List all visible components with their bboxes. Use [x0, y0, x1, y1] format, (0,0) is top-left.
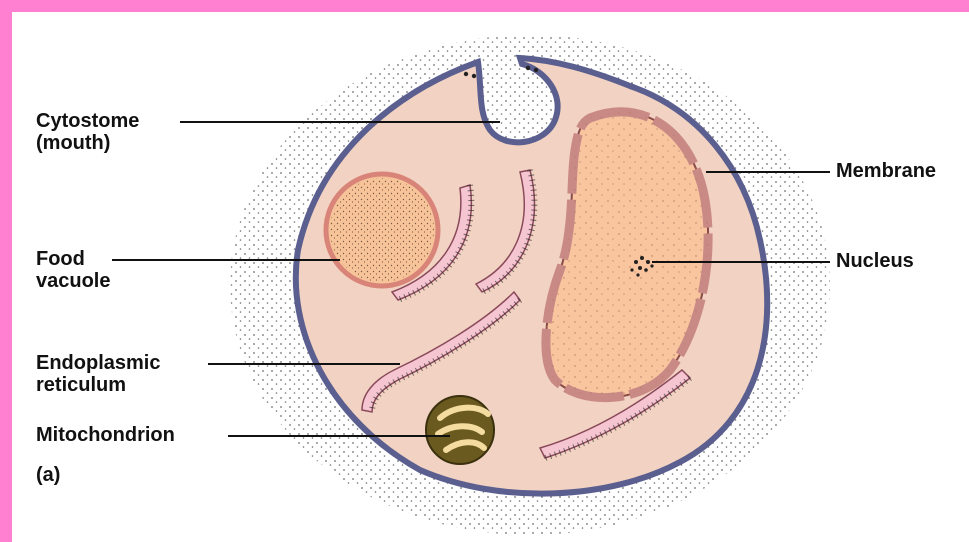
- food-vacuole-stipple: [330, 178, 434, 282]
- nucleus-shape: [546, 112, 708, 398]
- label-membrane: Membrane: [836, 160, 936, 182]
- mitochondrion-shape: [426, 396, 494, 464]
- label-panel: (a): [36, 464, 60, 486]
- label-nucleus: Nucleus: [836, 250, 914, 272]
- label-endoplasmic-reticulum: Endoplasmic reticulum: [36, 352, 160, 396]
- label-cytostome: Cytostome (mouth): [36, 110, 139, 154]
- label-mitochondrion: Mitochondrion: [36, 424, 175, 446]
- label-food-vacuole: Food vacuole: [36, 248, 110, 292]
